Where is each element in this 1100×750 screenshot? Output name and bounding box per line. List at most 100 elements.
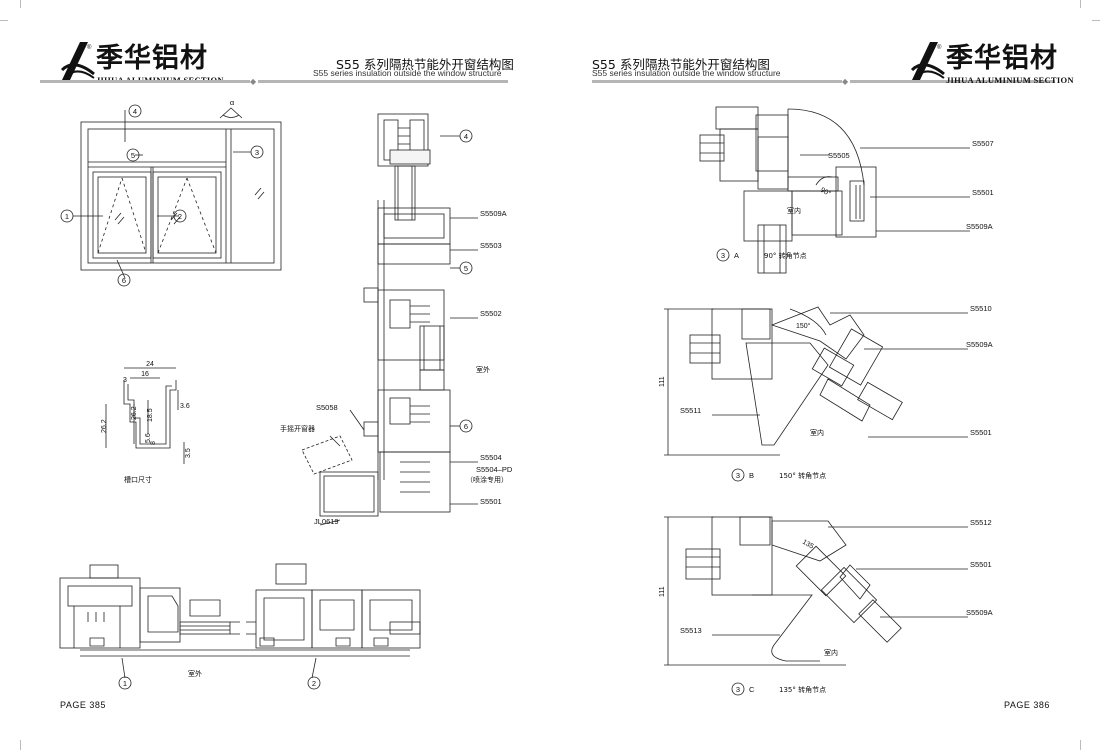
brand-name-en-right: JIHUA ALUMINIUM SECTION	[946, 75, 1074, 85]
handle-label: 手摇开窗器	[280, 424, 315, 433]
page-title-zh-right: S55 系列隔热节能外开窗结构图	[592, 57, 770, 72]
svg-text:®: ®	[87, 44, 92, 51]
header-rule-right	[258, 80, 508, 83]
section-callout-4: 4	[464, 132, 468, 141]
detailA-part-S5505: S5505	[828, 151, 850, 160]
outdoor-label-horizontal: 室外	[188, 669, 202, 678]
brand-logo-icon-right: ®	[910, 42, 945, 80]
detailA-caption: 90° 转角节点	[764, 251, 807, 260]
outdoor-label-vertical: 室外	[476, 365, 490, 374]
callout-5: 5	[131, 151, 135, 160]
detailB-dim: 111	[659, 376, 666, 387]
detailB-letter: B	[749, 471, 754, 480]
detailC-dim: 111	[659, 586, 666, 597]
rule-diamond: ◆	[250, 77, 257, 86]
slot-size-detail: 24 3 16 26.2 18.5 3.6 5.6 8 3.5 26.2 槽口尺…	[101, 361, 192, 484]
detailC-letter: C	[749, 685, 755, 694]
detailC-part-S5501: S5501	[970, 560, 992, 569]
part-JL0619: JL0619	[314, 517, 339, 526]
crop-mark-tr	[1080, 0, 1093, 8]
detailB-indoor: 室内	[810, 428, 824, 437]
window-elevation: α 4 5 1 2 3 6	[60, 98, 282, 287]
section-callout-6: 6	[464, 422, 468, 431]
detailB-circle: 3	[736, 471, 740, 480]
part-S5504-PD: S5504–PD	[476, 465, 513, 474]
detail-C-135-corner: 111 S5512 S5501 S5509A S5513 135 室内 3 C …	[659, 516, 993, 696]
dim-24: 24	[146, 361, 154, 368]
dim-3-6: 3.6	[180, 403, 190, 410]
crop-mark-tl	[20, 0, 33, 8]
detailA-part-S5509A: S5509A	[966, 222, 993, 231]
callout-6: 6	[122, 276, 126, 285]
brand-logo-icon: ®	[60, 42, 95, 80]
detailC-indoor: 室内	[824, 648, 838, 657]
left-page: ® 季华铝材 JIHUA ALUMINIUM SECTION S55 系列隔热节…	[40, 42, 514, 710]
brand: 季华铝材 JIHUA ALUMINIUM SECTION	[96, 43, 224, 86]
detailC-circle: 3	[736, 685, 740, 694]
brand-name-zh: 季华铝材	[96, 43, 208, 74]
callout-3: 3	[255, 148, 259, 157]
bottom-callout-2: 2	[312, 679, 316, 688]
detailA-angle: 90°	[819, 186, 832, 198]
header-rule-right-right	[850, 80, 1055, 83]
crop-mark-bl	[20, 740, 33, 750]
dim-16: 16	[141, 371, 149, 378]
callout-2: 2	[178, 212, 182, 221]
part-S5509A: S5509A	[480, 209, 507, 218]
detailC-caption: 135° 转角节点	[779, 685, 826, 694]
header-rule-left	[40, 80, 250, 83]
section-callout-5: 5	[464, 264, 468, 273]
slot-caption: 槽口尺寸	[124, 475, 152, 484]
callout-4: 4	[133, 107, 137, 116]
dim-18-5: 18.5	[147, 408, 154, 422]
detailA-letter: A	[734, 251, 739, 260]
header-rule-left-right	[592, 80, 842, 83]
detailB-part-S5511: S5511	[680, 406, 701, 415]
detailB-caption: 150° 转角节点	[779, 471, 826, 480]
detailC-angle: 135	[801, 539, 815, 551]
detailA-circle: 3	[721, 251, 725, 260]
crop-mark-br	[1080, 740, 1093, 750]
part-note-spray: （喷涂专用）	[466, 475, 508, 484]
dim-8: 8	[150, 441, 157, 445]
dim-3: 3	[123, 377, 127, 384]
detailB-part-S5501: S5501	[970, 428, 992, 437]
page-number-left: PAGE 385	[60, 700, 106, 710]
vertical-section: 4 5 6 S5509A S5503 S5502 S5058 S5504 S55…	[280, 113, 513, 526]
detailA-part-S5507: S5507	[972, 139, 994, 148]
part-S5058: S5058	[316, 403, 338, 412]
svg-text:®: ®	[937, 44, 942, 51]
bottom-callout-1: 1	[123, 679, 127, 688]
dim-26-2-b: 26.2	[131, 406, 138, 420]
detailB-part-S5509A: S5509A	[966, 340, 993, 349]
page-title-zh: S55 系列隔热节能外开窗结构图	[336, 57, 514, 72]
page-title-en: S55 series insulation outside the window…	[313, 68, 502, 78]
detail-A-90-corner: S5507 S5505 S5501 S5509A 90° 室内 3 A 90° …	[699, 106, 994, 274]
detail-B-150-corner: 111 S5510 S5509A S5511 S5501 150° 室内 3 B…	[659, 304, 993, 482]
detailC-part-S5509A: S5509A	[966, 608, 993, 617]
page-title-en-right: S55 series insulation outside the window…	[592, 68, 781, 78]
crop-mark-lt	[0, 20, 8, 21]
callout-1: 1	[65, 212, 69, 221]
rule-diamond-right: ◆	[842, 77, 849, 86]
dim-26-2: 26.2	[101, 419, 108, 433]
alpha-symbol: α	[230, 98, 235, 107]
horizontal-section: 1 2 室外	[59, 563, 421, 690]
page-number-right: PAGE 386	[1004, 700, 1050, 710]
detailC-part-S5513: S5513	[680, 626, 702, 635]
detailB-angle: 150°	[796, 322, 811, 330]
part-S5504: S5504	[480, 453, 502, 462]
brand-name-zh-right: 季华铝材	[946, 43, 1058, 74]
detailB-part-S5510: S5510	[970, 304, 992, 313]
dim-3-5: 3.5	[185, 448, 192, 458]
brand-right: 季华铝材 JIHUA ALUMINIUM SECTION	[946, 43, 1074, 86]
detailA-part-S5501: S5501	[972, 188, 994, 197]
part-S5503: S5503	[480, 241, 502, 250]
part-S5501: S5501	[480, 497, 502, 506]
crop-mark-rt	[1092, 20, 1100, 21]
detailA-indoor: 室内	[787, 206, 801, 215]
part-S5502: S5502	[480, 309, 502, 318]
right-page: S55 系列隔热节能外开窗结构图 S55 series insulation o…	[550, 0, 1100, 750]
dim-5-6: 5.6	[145, 433, 152, 443]
detailC-part-S5512: S5512	[970, 518, 992, 527]
